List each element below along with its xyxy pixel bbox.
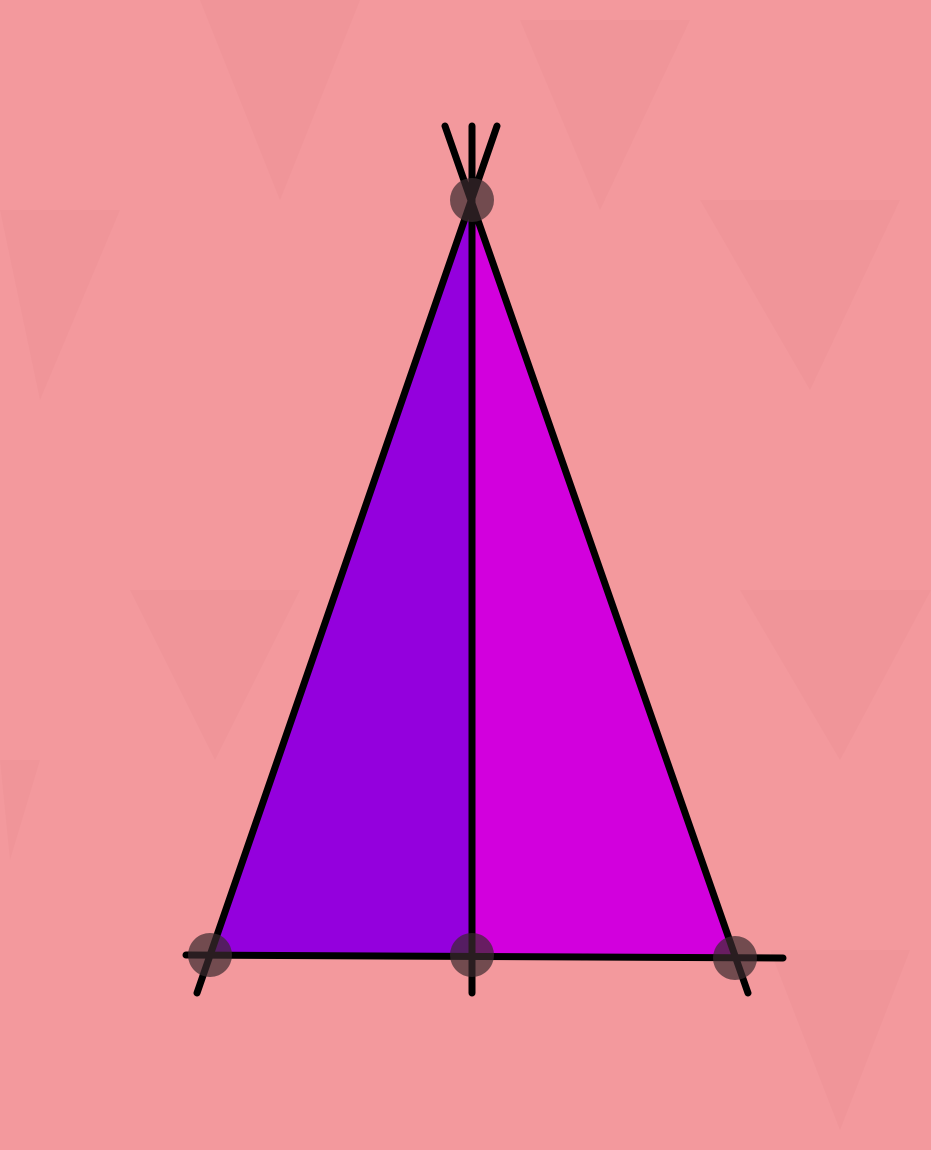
bg-triangle [0,210,120,400]
base-right-point [713,936,757,980]
bg-triangle [130,590,300,760]
bg-triangle [700,200,900,390]
bg-triangle [770,950,910,1130]
bg-triangle [200,0,360,200]
right-side-line [441,122,752,997]
bg-triangle [740,590,931,760]
apex-point [450,178,494,222]
bg-triangle [0,760,40,860]
left-side-line [193,122,501,997]
base-midpoint-point [450,933,494,977]
bg-triangle [520,20,690,210]
base-left-point [188,933,232,977]
